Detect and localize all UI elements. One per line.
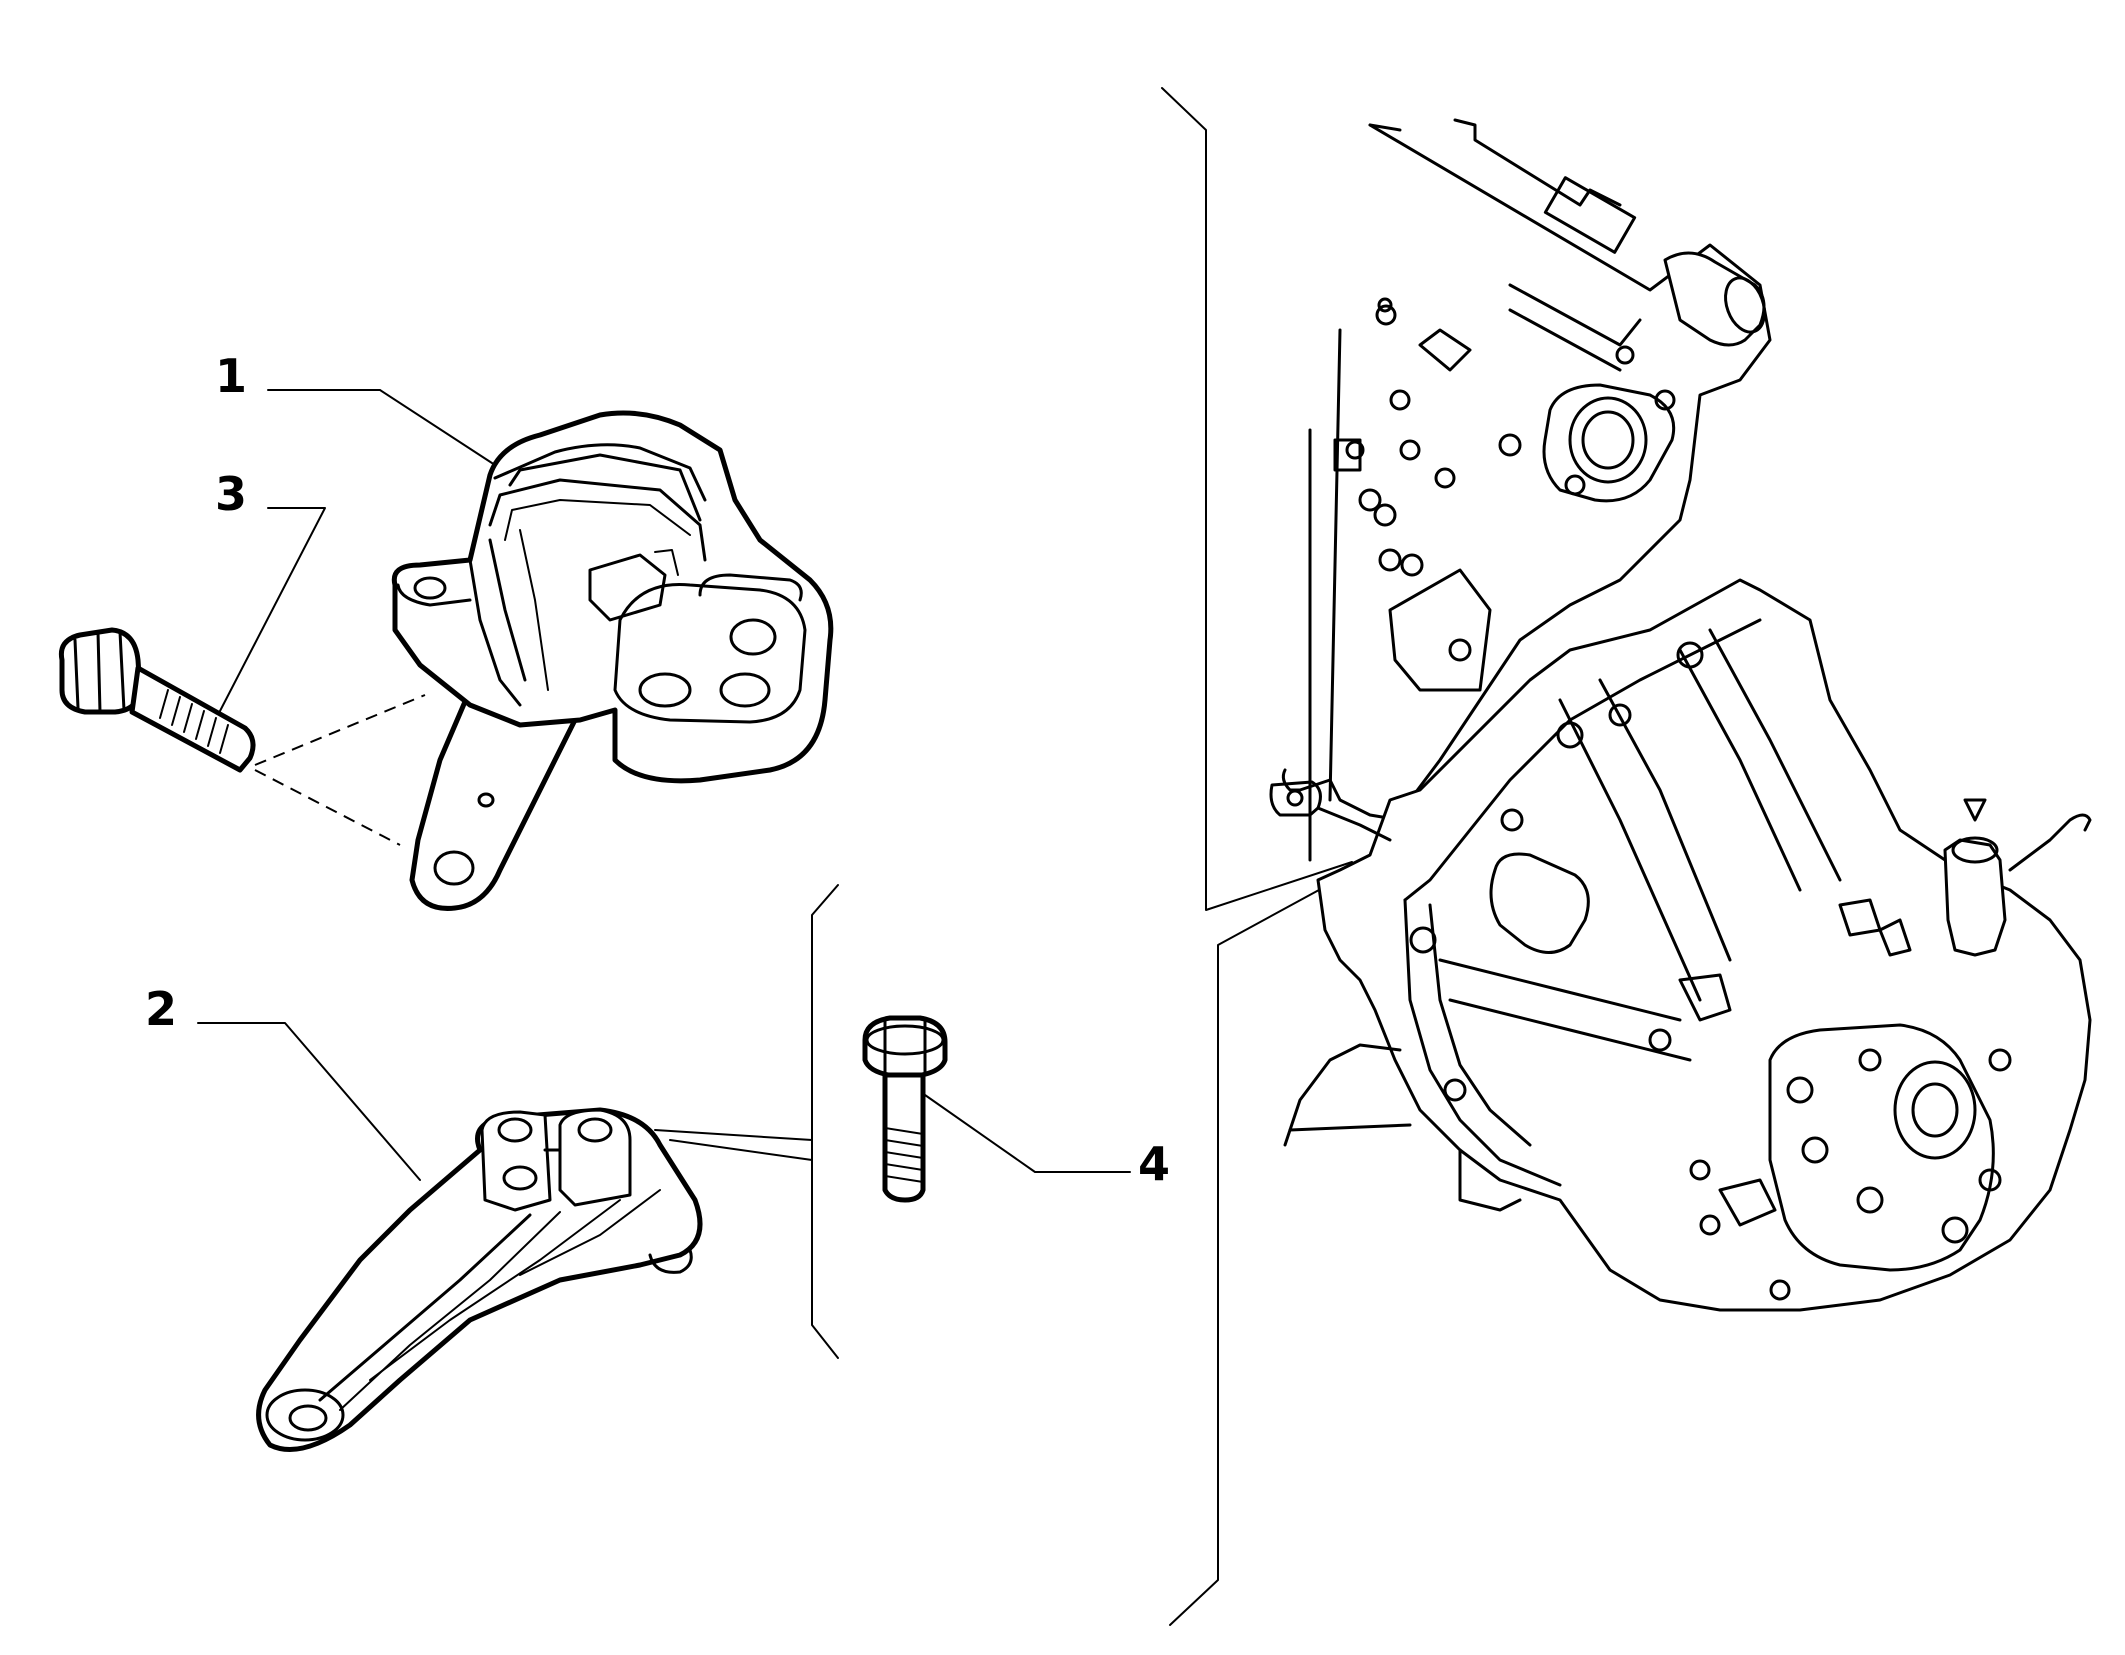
mount-bolt[interactable]: [58, 627, 256, 773]
leader-2: [197, 1022, 421, 1181]
engine-gearbox-assembly: [1269, 118, 2092, 1312]
callout-1[interactable]: 1: [215, 349, 247, 403]
gearbox-mount-bracket[interactable]: [256, 1107, 703, 1452]
callout-4[interactable]: 4: [1138, 1137, 1170, 1191]
leader-3: [204, 507, 326, 741]
leader-lines: [197, 87, 1353, 1626]
callout-2[interactable]: 2: [145, 982, 177, 1036]
leader-bracket-assembly: [1161, 87, 1353, 911]
leader-bracket-4: [811, 884, 839, 1359]
callout-3[interactable]: 3: [215, 467, 247, 521]
leader-1: [267, 389, 496, 466]
leader-4: [924, 1094, 1131, 1173]
bracket-bolt[interactable]: [862, 1015, 948, 1203]
engine-mount-upper[interactable]: [391, 410, 834, 911]
